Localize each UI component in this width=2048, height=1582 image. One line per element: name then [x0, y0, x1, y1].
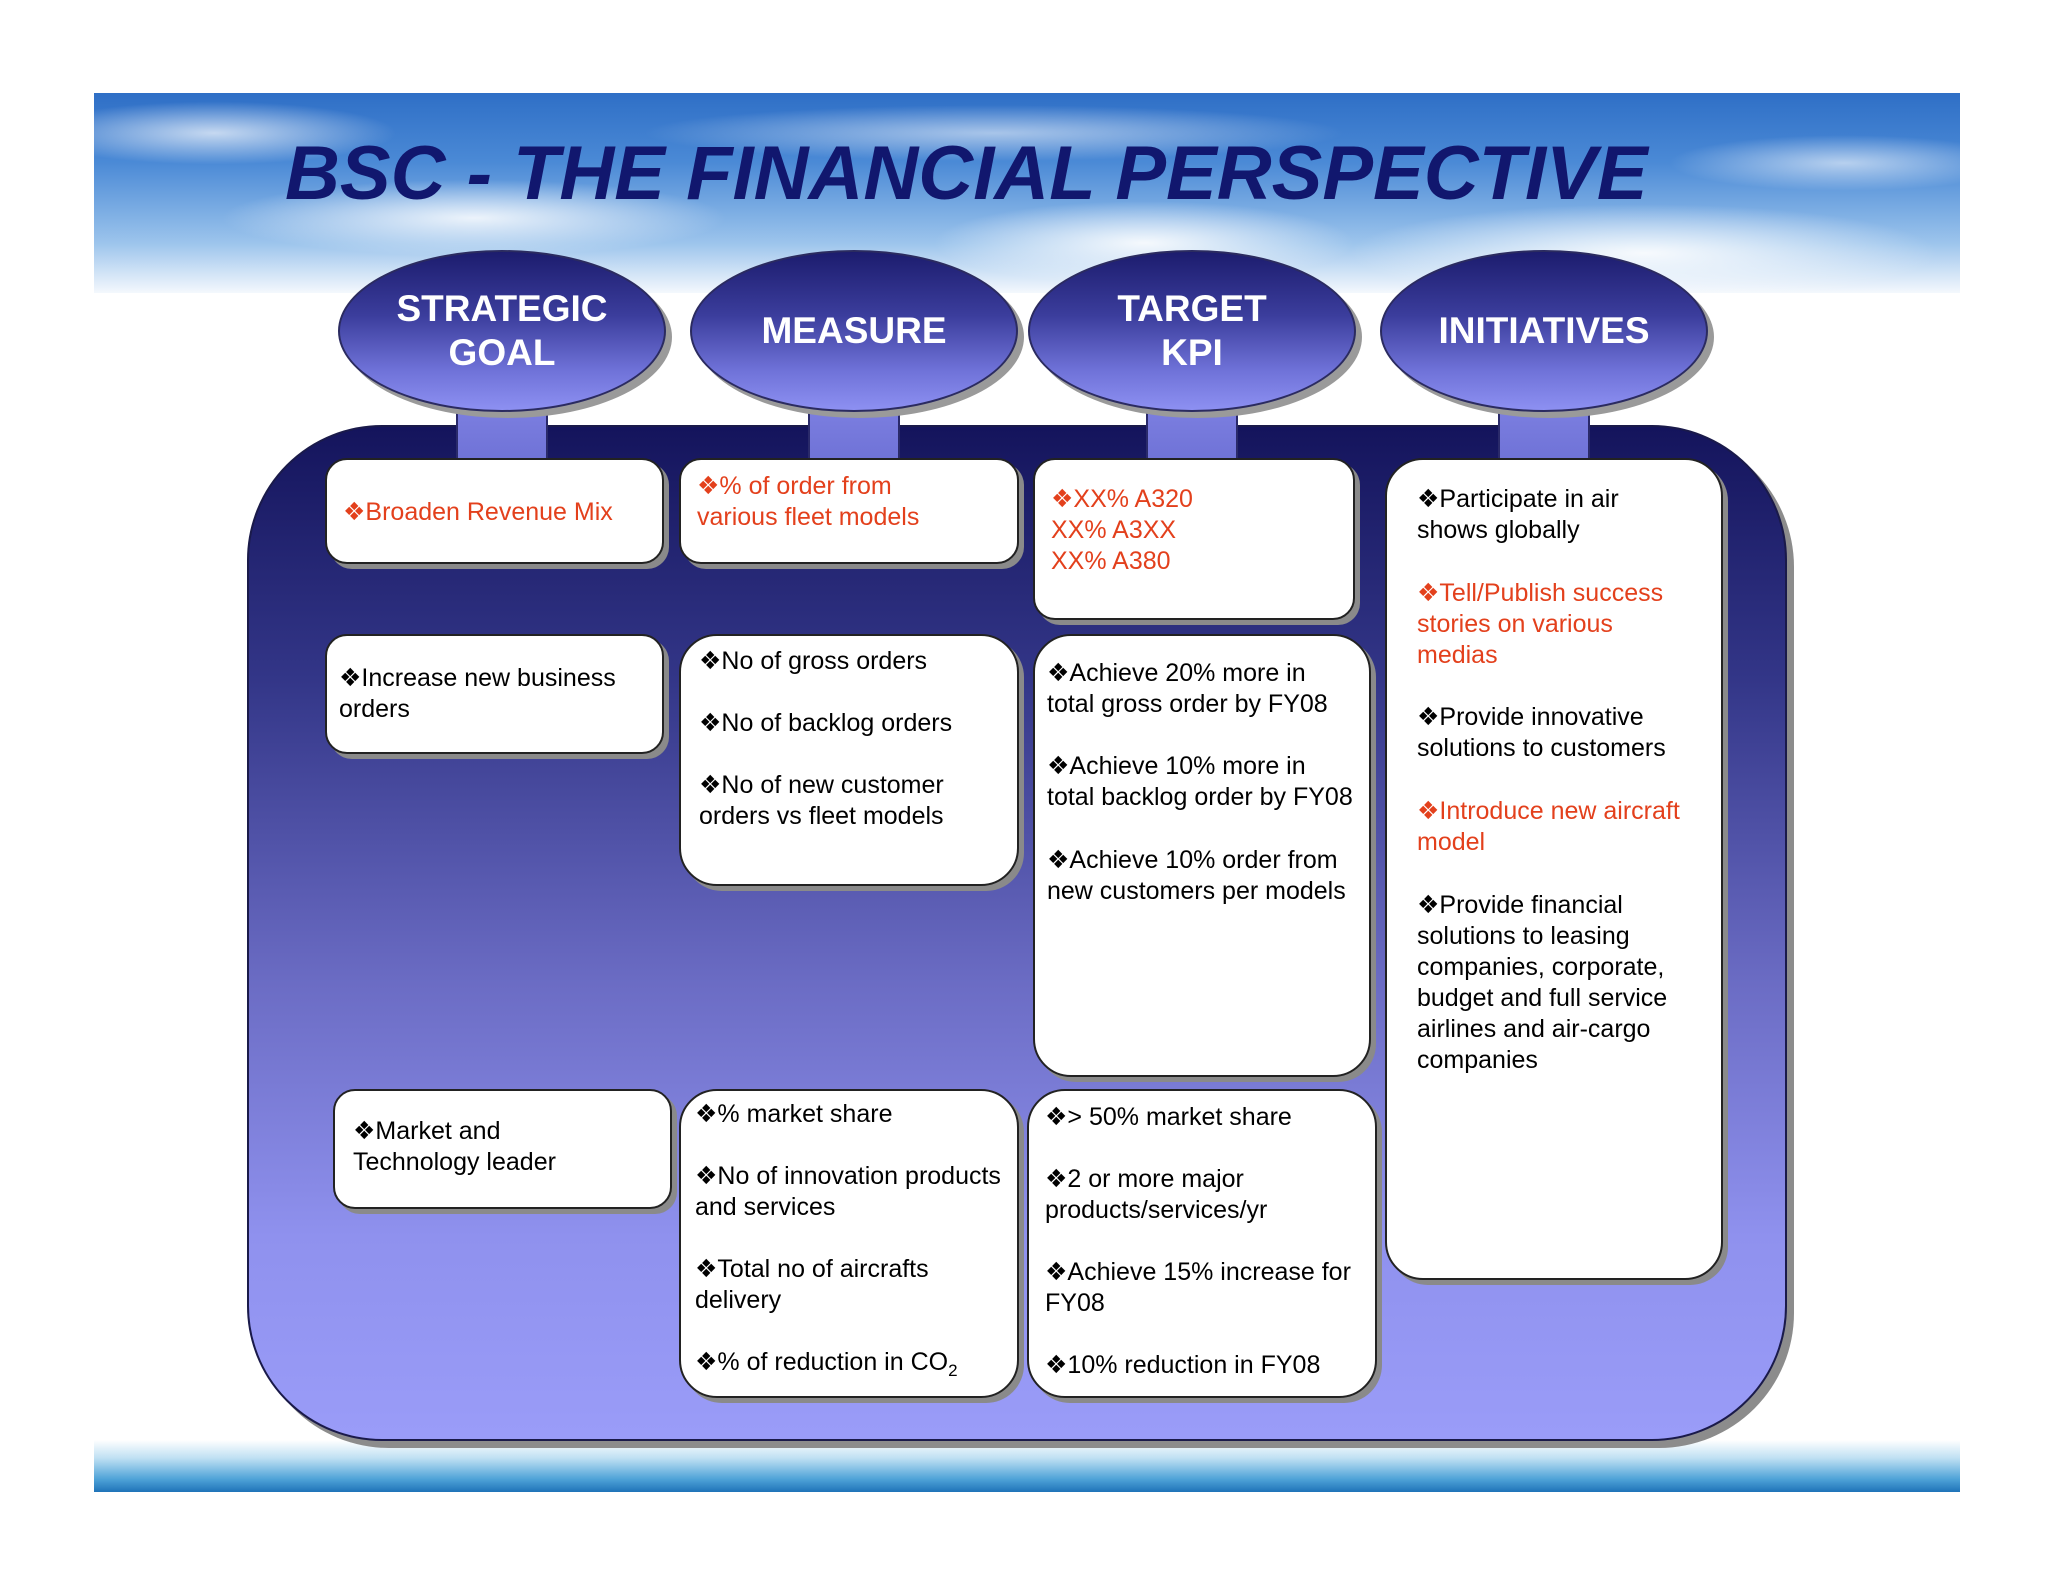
- sky-banner: [94, 93, 1960, 293]
- co2-text: ❖% of reduction in CO: [695, 1348, 949, 1376]
- measure-text: ❖No of new customer orders vs fleet mode…: [699, 771, 944, 830]
- measure-box: ❖No of gross orders ❖No of backlog order…: [679, 634, 1019, 886]
- initiative-text: ❖Introduce new aircraft model: [1417, 797, 1680, 856]
- target-text: ❖> 50% market share: [1045, 1103, 1292, 1131]
- measure-text: ❖Total no of aircrafts delivery: [695, 1255, 929, 1314]
- initiative-text: ❖Provide financial solutions to leasing …: [1417, 891, 1668, 1074]
- target-text: ❖Achieve 15% increase for FY08: [1045, 1258, 1351, 1317]
- initiative-text: ❖Participate in air shows globally: [1417, 485, 1619, 544]
- header-label: TARGET KPI: [1117, 288, 1267, 373]
- co2-subscript: 2: [948, 1361, 958, 1380]
- initiatives-box: ❖Participate in air shows globally ❖Tell…: [1385, 458, 1723, 1280]
- target-text: ❖Achieve 10% more in total backlog order…: [1047, 752, 1353, 811]
- measure-box: ❖% market share ❖No of innovation produc…: [679, 1089, 1019, 1398]
- goal-box: ❖Broaden Revenue Mix: [325, 458, 664, 564]
- measure-text: ❖% market share: [695, 1100, 893, 1128]
- goal-box: ❖Market and Technology leader: [333, 1089, 672, 1209]
- measure-text: ❖No of innovation products and services: [695, 1162, 1001, 1221]
- measure-text-co2: ❖% of reduction in CO2: [695, 1347, 1017, 1386]
- measure-box: ❖% of order from various fleet models: [679, 458, 1019, 564]
- header-measure: MEASURE: [690, 250, 1018, 412]
- target-box: ❖XX% A320 XX% A3XX XX% A380: [1033, 458, 1355, 620]
- measure-text: ❖% of order from various fleet models: [697, 472, 920, 531]
- header-label: STRATEGIC GOAL: [396, 288, 608, 373]
- target-text: ❖10% reduction in FY08: [1045, 1351, 1321, 1379]
- target-text: ❖XX% A320 XX% A3XX XX% A380: [1051, 485, 1193, 575]
- measure-text: ❖No of backlog orders: [699, 709, 953, 737]
- goal-box: ❖Increase new business orders: [325, 634, 664, 754]
- bottom-bar: [94, 1440, 1960, 1492]
- target-box: ❖> 50% market share ❖2 or more major pro…: [1027, 1089, 1377, 1398]
- header-label: INITIATIVES: [1438, 310, 1650, 351]
- goal-text: ❖Market and Technology leader: [353, 1117, 556, 1176]
- measure-text: ❖No of gross orders: [699, 647, 928, 675]
- header-label: MEASURE: [761, 310, 947, 351]
- target-box: ❖Achieve 20% more in total gross order b…: [1033, 634, 1371, 1077]
- target-text: ❖2 or more major products/services/yr: [1045, 1165, 1268, 1224]
- header-initiatives: INITIATIVES: [1380, 250, 1708, 412]
- initiative-text: ❖Tell/Publish success stories on various…: [1417, 579, 1664, 669]
- header-strategic-goal: STRATEGIC GOAL: [338, 250, 666, 412]
- slide-title: BSC - THE FINANCIAL PERSPECTIVE: [285, 131, 1648, 216]
- target-text: ❖Achieve 20% more in total gross order b…: [1047, 659, 1328, 718]
- goal-text: ❖Increase new business orders: [339, 664, 616, 723]
- goal-text: ❖Broaden Revenue Mix: [343, 498, 613, 526]
- header-target-kpi: TARGET KPI: [1028, 250, 1356, 412]
- target-text: ❖Achieve 10% order from new customers pe…: [1047, 846, 1346, 905]
- initiative-text: ❖Provide innovative solutions to custome…: [1417, 703, 1666, 762]
